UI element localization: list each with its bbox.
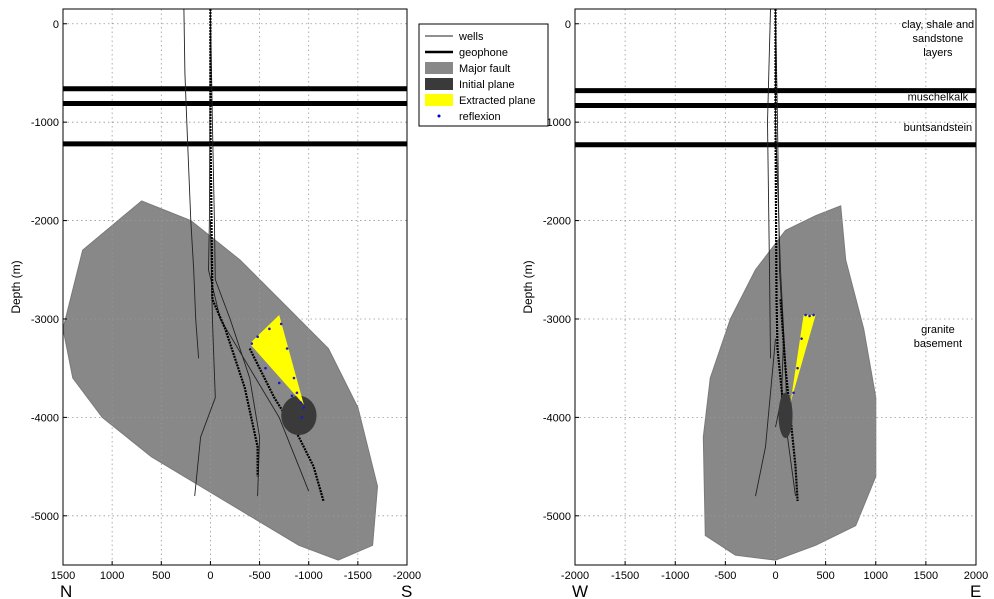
geology-annotation: buntsandstein [904, 122, 973, 134]
left-axes-frame [62, 8, 408, 566]
left-ytick-label: -4000 [31, 412, 59, 424]
left-reflexion-point [290, 394, 294, 398]
right-ytick-label: -2000 [543, 216, 571, 228]
left-reflexion-point [279, 322, 283, 326]
legend-item-label: wells [458, 31, 484, 43]
left-reflexion-point [268, 327, 271, 331]
annotation-line: clay, shale and [902, 19, 975, 31]
right-direction-right: E [970, 582, 981, 599]
annotation-line: granite [921, 324, 955, 336]
right-xtick-label: -500 [714, 570, 736, 582]
right-ytick-label: -1000 [543, 117, 571, 129]
left-xtick-label: -1500 [344, 570, 372, 582]
left-reflexion-point [277, 381, 281, 385]
annotation-line: layers [923, 47, 953, 59]
legend-item-label: Extracted plane [459, 95, 535, 107]
geology-annotation: muschelkalk [908, 92, 969, 104]
left-reflexion-point [285, 347, 289, 350]
left-geophone [209, 9, 259, 477]
left-major-fault [63, 200, 379, 561]
right-well [767, 9, 771, 359]
left-xtick-label: 1500 [51, 570, 75, 582]
right-direction-left: W [572, 582, 588, 599]
right-xtick-label: -1500 [611, 570, 639, 582]
annotation-line: basement [914, 338, 962, 350]
right-reflexion-point [796, 366, 799, 370]
right-reflexion-point [812, 313, 815, 317]
right-xtick-label: -2000 [561, 570, 589, 582]
left-y-axis-label: Depth (m) [9, 260, 23, 313]
left-reflexion-point [295, 391, 299, 395]
right-extracted-plane [790, 315, 816, 403]
left-well [209, 9, 261, 497]
left-well [183, 9, 200, 359]
left-reflexion-point [292, 376, 296, 380]
left-panel: 1500 1000 500 0 -500 -1000 -1500 -2000 0 -1000 -20… [9, 8, 421, 599]
left-ytick-label: -5000 [31, 511, 59, 523]
left-xtick-label: -1000 [295, 570, 323, 582]
legend-symbol-patch [425, 62, 453, 74]
right-xtick-label: 1500 [914, 570, 938, 582]
right-major-fault [702, 205, 877, 561]
legend-item-label: Initial plane [459, 79, 515, 91]
left-plot-area [63, 9, 407, 565]
right-initial-plane [778, 392, 793, 439]
left-direction-right: S [401, 582, 412, 599]
left-ytick-label: -2000 [31, 216, 59, 228]
right-ytick-label: -4000 [543, 412, 571, 424]
legend-item-label: Major fault [459, 63, 510, 75]
left-direction-left: N [60, 582, 72, 599]
right-reflexion-point [792, 391, 795, 395]
right-reflexion-point [808, 314, 811, 318]
right-xtick-label: 1000 [864, 570, 888, 582]
left-reflexion-point [264, 366, 267, 370]
left-xtick-label: -2000 [393, 570, 421, 582]
right-y-axis-label: Depth (m) [521, 260, 535, 313]
left-reflexion-point [300, 416, 304, 419]
left-extracted-plane [249, 315, 304, 405]
legend-symbol-reflexion [437, 114, 441, 118]
left-ytick-label: 0 [53, 19, 59, 31]
right-geophone [774, 9, 787, 428]
right-well [755, 338, 776, 497]
left-xtick-label: 500 [152, 570, 170, 582]
right-plot-area [575, 9, 976, 565]
right-xtick-label: 500 [816, 570, 834, 582]
right-reflexion-point [800, 337, 803, 340]
legend-item-label: geophone [459, 47, 508, 59]
geology-annotation: clay, shale and sandstone layers [902, 19, 975, 59]
right-xtick-label: 2000 [964, 570, 988, 582]
annotation-line: sandstone [913, 33, 964, 45]
left-ytick-label: -3000 [31, 314, 59, 326]
left-reflexion-point [256, 335, 259, 338]
left-reflexion-point [302, 406, 306, 409]
annotation-line: buntsandstein [904, 122, 973, 134]
right-ytick-label: 0 [565, 19, 571, 31]
geology-annotation: granite basement [914, 324, 962, 350]
legend-symbol-patch [425, 78, 453, 90]
annotation-line: muschelkalk [908, 92, 969, 104]
left-reflexion-point [299, 401, 303, 404]
right-xtick-label: -1000 [661, 570, 689, 582]
legend-item-label: reflexion [459, 111, 501, 123]
left-xtick-label: 1000 [100, 570, 124, 582]
left-xtick-label: 0 [207, 570, 213, 582]
right-ytick-label: -3000 [543, 314, 571, 326]
left-xtick-label: -500 [249, 570, 271, 582]
left-ytick-label: -1000 [31, 117, 59, 129]
right-reflexion-point [804, 313, 807, 317]
legend-symbol-patch [425, 94, 453, 106]
right-ytick-label: -5000 [543, 511, 571, 523]
left-reflexion-point [250, 342, 254, 345]
legend-box [418, 23, 549, 127]
left-initial-plane [281, 395, 317, 436]
right-xtick-label: 0 [772, 570, 778, 582]
left-geophone [248, 348, 325, 502]
